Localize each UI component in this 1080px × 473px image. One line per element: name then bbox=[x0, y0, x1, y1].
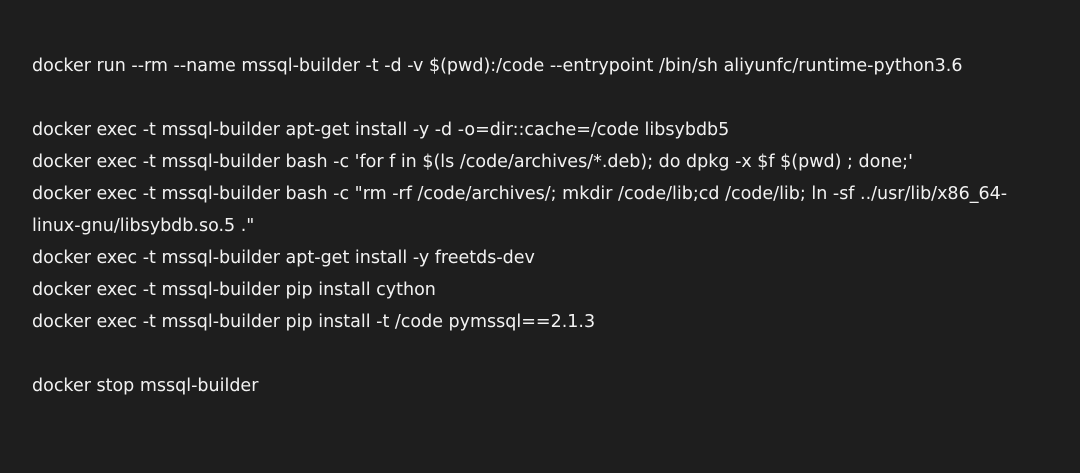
command-line-dpkg-extract: docker exec -t mssql-builder bash -c 'fo… bbox=[32, 152, 913, 172]
command-line-pip-install-cython: docker exec -t mssql-builder pip install… bbox=[32, 280, 436, 300]
command-line-symlink: docker exec -t mssql-builder bash -c "rm… bbox=[32, 184, 1008, 204]
command-line-apt-install-libsybdb5: docker exec -t mssql-builder apt-get ins… bbox=[32, 120, 730, 140]
command-line-pip-install-pymssql: docker exec -t mssql-builder pip install… bbox=[32, 312, 596, 332]
blank-line bbox=[32, 338, 1080, 370]
command-line-docker-stop: docker stop mssql-builder bbox=[32, 376, 259, 396]
command-line-symlink-continued: linux-gnu/libsybdb.so.5 ." bbox=[32, 216, 255, 236]
command-line-docker-run: docker run --rm --name mssql-builder -t … bbox=[32, 56, 963, 76]
blank-line bbox=[32, 82, 1080, 114]
command-line-apt-install-freetds: docker exec -t mssql-builder apt-get ins… bbox=[32, 248, 535, 268]
